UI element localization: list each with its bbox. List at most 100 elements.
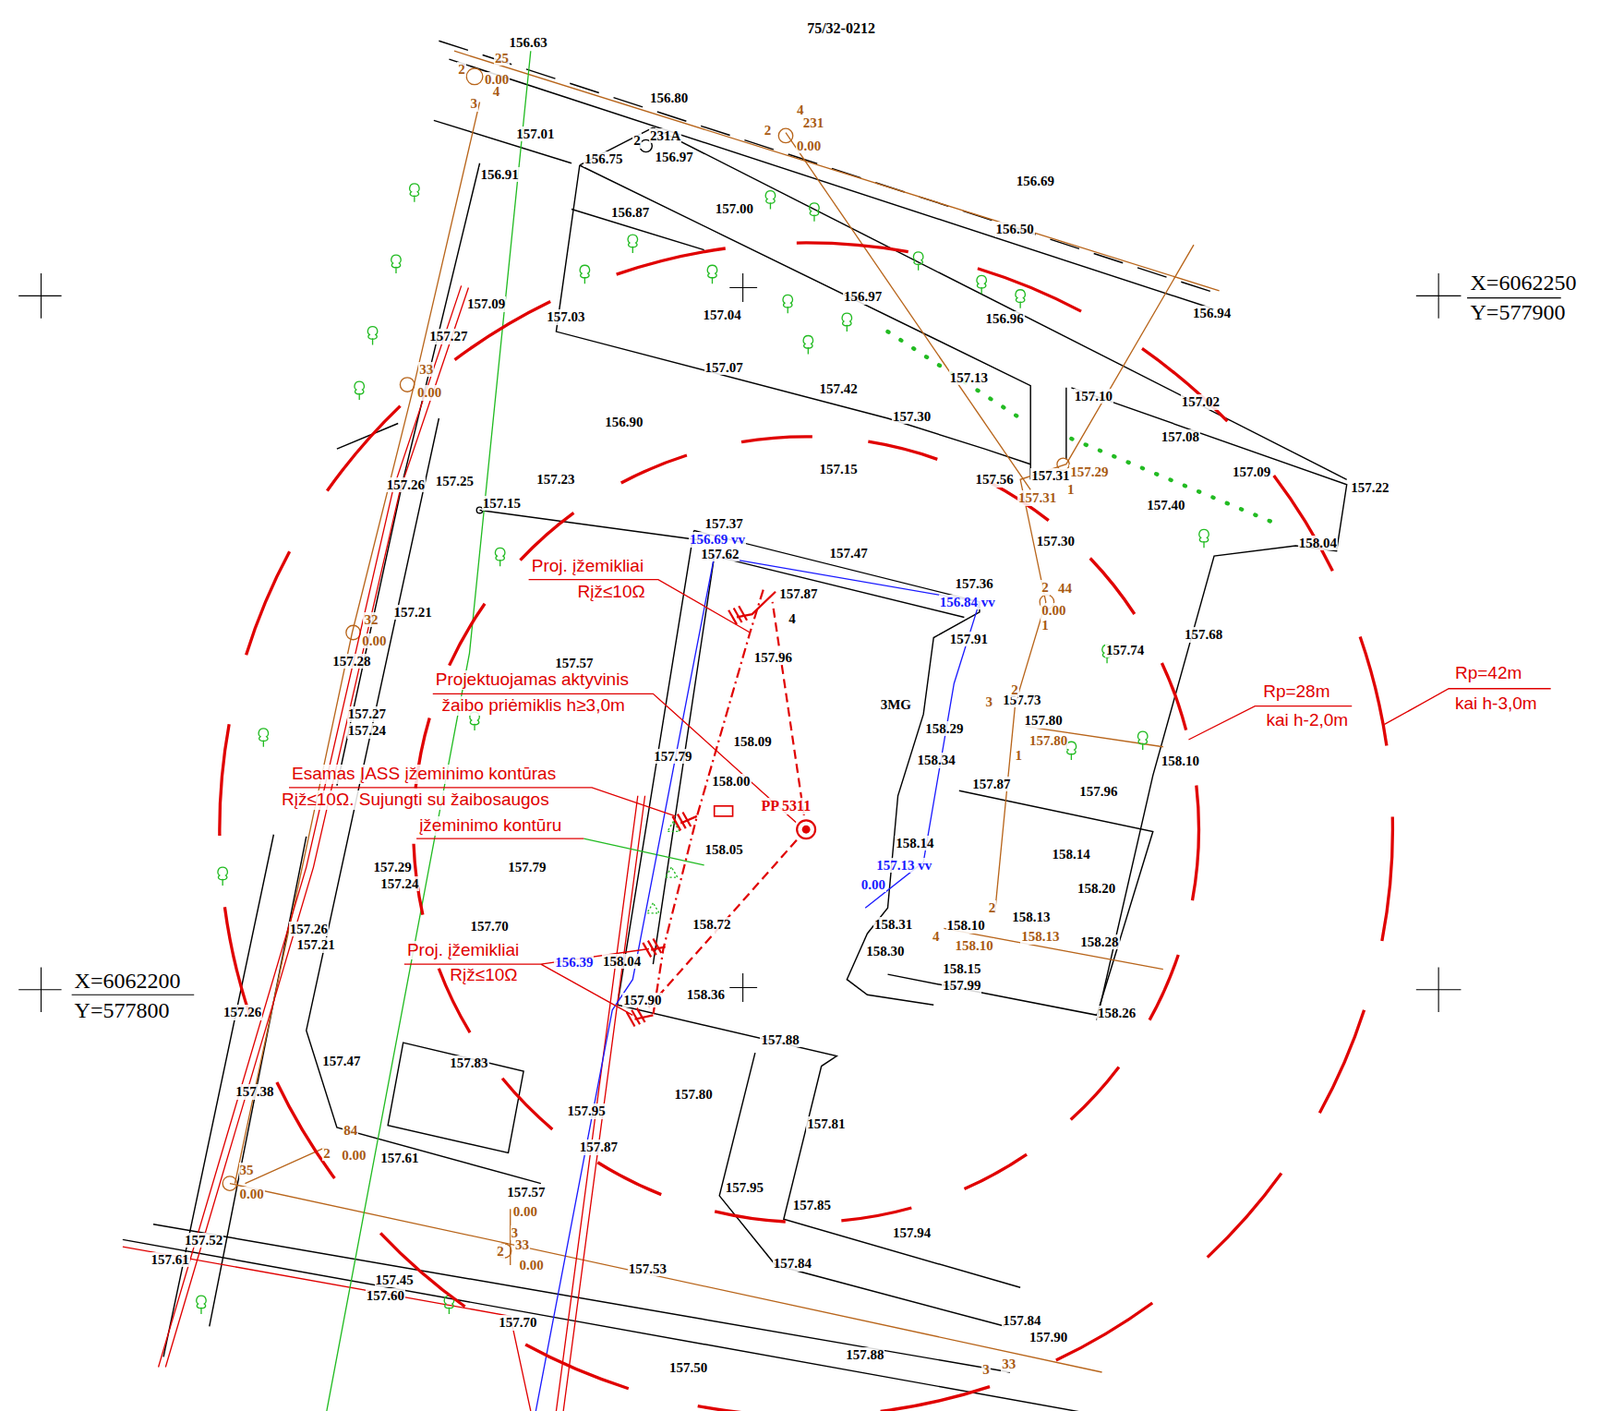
building-outline [1065,387,1067,459]
elevation-label: 157.57 [553,655,594,672]
elevation-label: 157.81 [806,1116,846,1132]
protection-zone-28m [413,436,1200,1223]
elevation-label: 157.88 [759,1032,800,1048]
road-edge [336,423,398,450]
utility-label: 32 [362,612,379,628]
utility-label: 2 [495,1243,506,1260]
elevation-label: 157.26 [385,477,426,494]
elevation-label: 158.13 [1010,909,1051,926]
elevation-label: 158.20 [1076,880,1117,897]
elevation-label: 157.52 [183,1232,224,1249]
elevation-label: 157.60 [365,1287,406,1304]
tree [913,252,923,271]
lightning-rod [796,819,816,839]
elevation-label: 157.23 [535,471,576,488]
elevation-label: 157.22 [1349,480,1390,496]
red-cables [122,285,646,1411]
utility-label: 1 [1040,617,1050,634]
elevation-label: 157.70 [469,918,509,935]
callout-text: Projektuojamas aktyvinis [434,670,630,690]
elevation-label: 2 [632,132,642,149]
tree [354,381,364,400]
building-outline [652,555,714,964]
elevation-label: 157.31 [1030,468,1071,484]
utility-label: 0.00 [416,384,443,401]
elevation-label: 157.83 [448,1055,489,1071]
tree [367,326,377,346]
elevation-label: 158.72 [691,916,732,933]
utility-label: 4 [492,84,502,100]
elevation-label: 157.26 [288,921,329,938]
elevation-label: 156.96 [985,311,1025,327]
callout-text: Rįž≤10Ω. Sujungti su žaibosaugos [280,790,551,810]
elevation-label: 157.03 [545,309,586,325]
cable-line [454,50,1220,291]
building-outline [694,530,980,1006]
elevation-label: 158.09 [733,733,773,750]
elevation-label: 157.96 [753,649,794,666]
elevation-label: 157.45 [374,1272,415,1288]
callout-text: Proj. įžemikliai [406,940,520,961]
tree [391,254,401,274]
elevation-label: 157.57 [505,1184,546,1201]
utility-label: 0.00 [512,1203,539,1220]
tree [765,191,775,210]
elevation-label: 157.01 [515,126,555,143]
tree [1138,731,1148,750]
elevation-label: 157.53 [627,1261,668,1277]
tree [707,264,717,284]
elevation-label: 157.27 [347,706,387,722]
callout-text: žaibo priėmiklis h≥3,0m [440,696,626,716]
elevation-label: 157.99 [941,977,982,994]
elevation-label: 158.29 [924,721,964,737]
elevation-label: 156.87 [610,204,650,221]
elevation-label: 157.87 [778,586,819,602]
callout-text: Rįž≤10Ω [576,582,646,602]
lightning-protection [219,242,1552,1411]
elevation-label: 157.38 [234,1083,275,1100]
manhole [778,128,793,143]
callout-text: Rįž≤10Ω [448,965,518,986]
cable-line [229,1183,1103,1372]
elevation-label: 157.87 [578,1139,619,1155]
road-edge [336,163,481,786]
elevation-label: 157.80 [1023,712,1064,729]
elevation-label: 157.84 [1001,1312,1042,1329]
elevation-label: 158.10 [1160,753,1201,770]
elevation-label: 158.05 [704,842,745,858]
elevation-label: 157.29 [372,859,412,876]
elevation-label: 156.50 [995,221,1035,238]
earth-electrode [626,605,747,1026]
elevation-label: 157.02 [1180,394,1221,410]
building-outline [617,530,1021,1288]
ground-contour [647,820,680,913]
manhole [346,625,361,639]
callout-text: Rp=42m [1454,663,1523,684]
elevation-label: 157.88 [844,1347,885,1363]
elevation-label: 157.24 [379,876,420,892]
elevation-label: 157.04 [701,307,742,324]
road-edge [1070,387,1347,1021]
building-outline [888,790,1154,1015]
elevation-label: 157.21 [393,604,434,621]
utility-label: 157.29 [1069,464,1109,481]
elevation-label: 157.95 [724,1179,765,1196]
tree [842,312,852,332]
manhole [222,1176,237,1191]
tree [196,1295,206,1314]
elevation-label: 157.90 [622,992,662,1009]
coordinate-label: Y=577900 [1469,300,1567,325]
elevation-label: 157.10 [1073,388,1114,405]
elevation-label: 157.09 [1231,464,1272,481]
utility-label: 3 [985,694,995,710]
leader-line [416,838,584,840]
utility-label: 33 [1000,1356,1017,1372]
elevation-label: 157.26 [222,1004,263,1021]
utility-label: 25 [493,50,510,67]
green-lines [326,50,1281,1411]
elevation-label: 157.94 [891,1225,932,1241]
callout-text: kai h-3,0m [1454,694,1539,714]
tree [782,294,793,313]
